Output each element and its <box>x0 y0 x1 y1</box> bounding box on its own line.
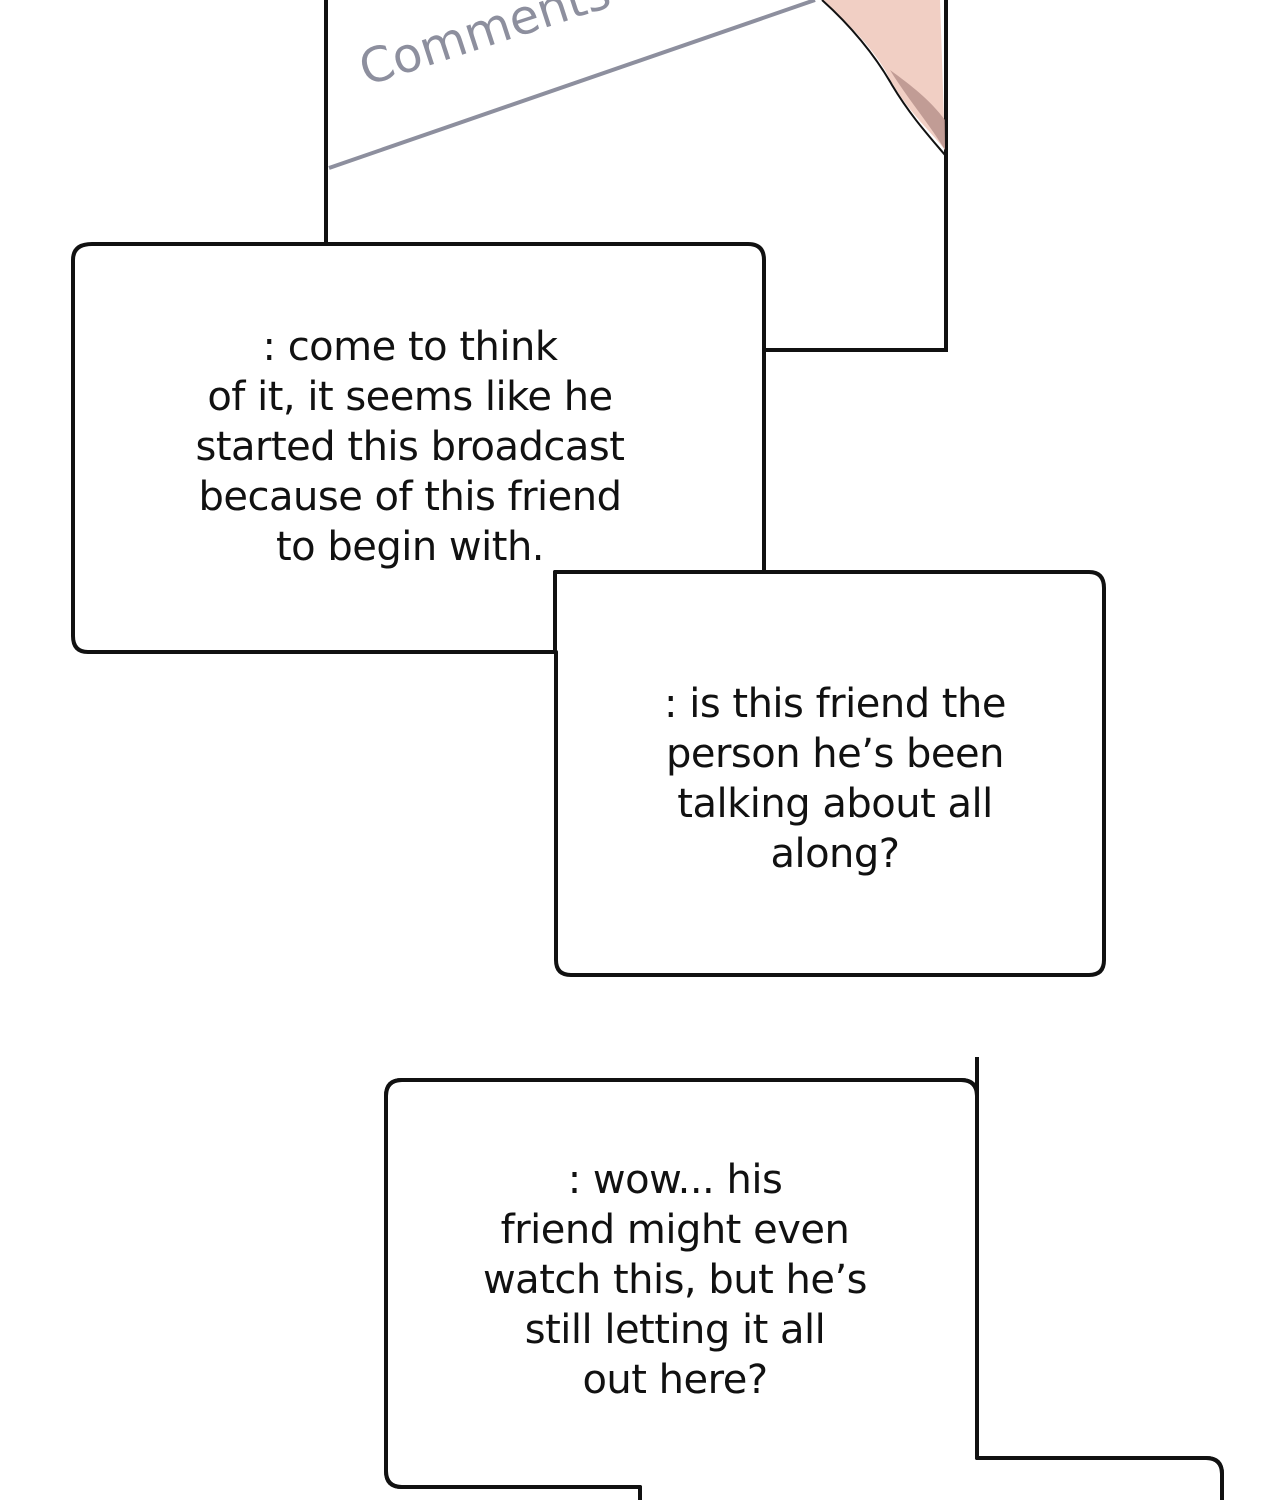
hand-shadow <box>890 70 945 150</box>
hand-fragment <box>822 0 945 150</box>
speech-box-3-border <box>384 1078 1224 1500</box>
top-panel-border <box>324 0 948 352</box>
speech-box-1 <box>71 242 766 654</box>
speech-box-2 <box>553 570 1106 977</box>
speech-text-2: : is this friend the person he’s been ta… <box>664 681 1006 877</box>
speech-text-3: : wow... his friend might even watch thi… <box>482 1157 868 1403</box>
speech-box-3-fill <box>388 1082 1220 1500</box>
hand-outline <box>821 0 946 156</box>
speech-text-1: : come to think of it, it seems like he … <box>195 324 625 570</box>
comments-card-edge <box>328 0 816 170</box>
